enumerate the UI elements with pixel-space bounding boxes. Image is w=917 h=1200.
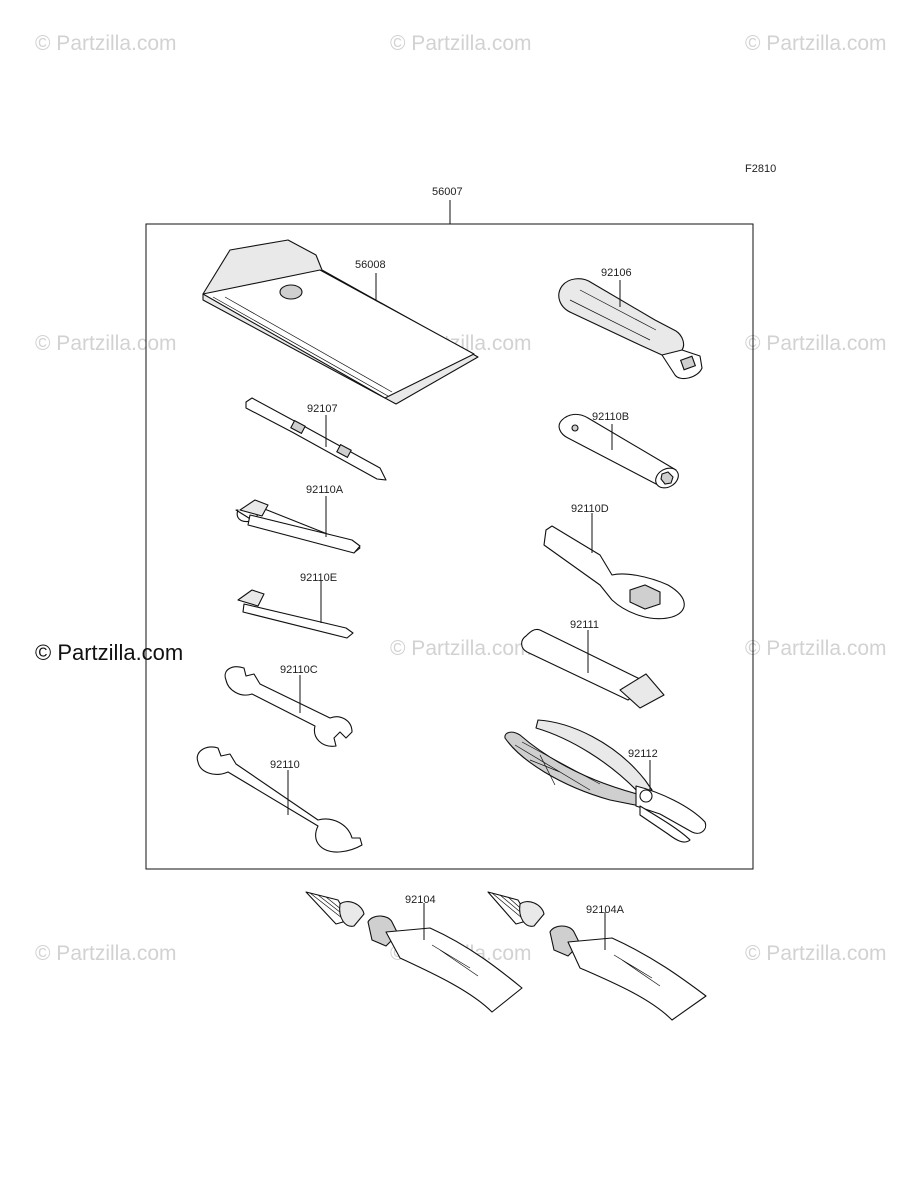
watermark: © Partzilla.com	[35, 332, 177, 355]
watermark: © Partzilla.com	[745, 637, 887, 660]
part-label-92110D: 92110D	[571, 503, 609, 515]
watermark: © Partzilla.com	[745, 942, 887, 965]
grease-tube-left: 92104	[305, 891, 523, 1013]
pliers: 92112	[504, 719, 707, 843]
watermark: © Partzilla.com	[35, 942, 177, 965]
screwdriver-handle: 92106	[558, 267, 703, 380]
watermark-main: © Partzilla.com	[35, 640, 183, 665]
tool-bag: 56008	[202, 239, 479, 405]
part-label-92104: 92104	[405, 894, 436, 906]
tool-kit-box	[145, 223, 754, 870]
watermark: © Partzilla.com	[390, 32, 532, 55]
part-label-92110B: 92110B	[592, 411, 629, 423]
watermark: © Partzilla.com	[745, 32, 887, 55]
watermarks: © Partzilla.com © Partzilla.com © Partzi…	[35, 32, 887, 965]
ring-wrench: 92110D	[543, 503, 685, 620]
part-label-92106: 92106	[601, 267, 632, 279]
figure-code: F2810	[745, 163, 776, 175]
part-label-92110: 92110	[270, 759, 300, 771]
box-wrench-tube: 92110B	[558, 411, 679, 489]
part-label-92110C: 92110C	[280, 664, 318, 676]
part-label-92111: 92111	[570, 619, 599, 631]
part-label-92110A: 92110A	[306, 484, 344, 496]
watermark: © Partzilla.com	[390, 637, 532, 660]
part-label-92107: 92107	[307, 403, 338, 415]
extension-bar: 92111	[521, 619, 665, 709]
watermark: © Partzilla.com	[745, 332, 887, 355]
open-end-wrench-large: 92110	[196, 746, 363, 853]
hex-key-small: 92110E	[237, 572, 354, 639]
kit-label: 56007	[432, 186, 463, 198]
watermark: © Partzilla.com	[35, 32, 177, 55]
part-label-92104A: 92104A	[586, 904, 625, 916]
part-label-92110E: 92110E	[300, 572, 337, 584]
grease-tube-right: 92104A	[487, 891, 707, 1021]
part-label-56008: 56008	[355, 259, 386, 271]
open-end-wrench-small: 92110C	[224, 664, 353, 747]
part-label-92112: 92112	[628, 748, 658, 760]
hex-key-large: 92110A	[235, 484, 361, 554]
screwdriver-bit: 92107	[245, 397, 387, 481]
